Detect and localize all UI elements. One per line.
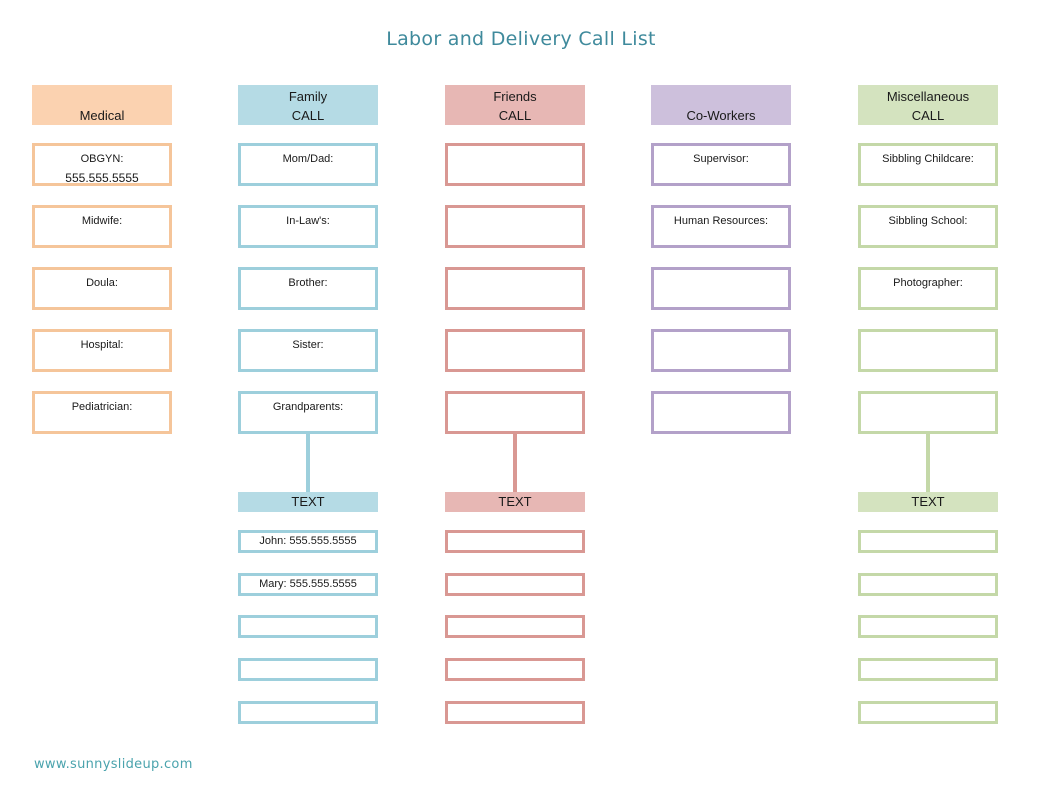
box-label: Sibbling School: <box>888 215 968 227</box>
box-label: Sister: <box>292 339 324 351</box>
friends-text-box-2[interactable] <box>445 573 585 596</box>
box-label: Grandparents: <box>272 401 344 413</box>
family-header: Family CALL <box>238 85 378 125</box>
box-label: Doula: <box>86 277 118 289</box>
family-text-box-2[interactable]: Mary: 555.555.5555 <box>238 573 378 596</box>
coworkers-box-5[interactable] <box>651 391 791 434</box>
misc-text-box-1[interactable] <box>858 530 998 553</box>
medical-column: Medical OBGYN: 555.555.5555 Midwife: Dou… <box>32 0 172 803</box>
misc-header: Miscellaneous CALL <box>858 85 998 125</box>
box-label: Photographer: <box>893 277 963 289</box>
family-text-box-4[interactable] <box>238 658 378 681</box>
friends-box-5[interactable] <box>445 391 585 434</box>
family-box-mom-dad[interactable]: Mom/Dad: <box>238 143 378 186</box>
misc-text-box-4[interactable] <box>858 658 998 681</box>
medical-box-obgyn[interactable]: OBGYN: 555.555.5555 <box>32 143 172 186</box>
misc-text-header: TEXT <box>858 492 998 512</box>
misc-box-4[interactable] <box>858 329 998 372</box>
box-label: Midwife: <box>81 215 123 227</box>
friends-column: Friends CALL TEXT <box>445 0 585 803</box>
friends-connector-line <box>513 433 517 493</box>
misc-column: Miscellaneous CALL Sibbling Childcare: S… <box>858 0 998 803</box>
page-title: Labor and Delivery Call List <box>386 28 656 50</box>
box-label: Pediatrician: <box>71 401 133 413</box>
coworkers-box-4[interactable] <box>651 329 791 372</box>
coworkers-header-line2: Co-Workers <box>686 108 756 123</box>
coworkers-box-3[interactable] <box>651 267 791 310</box>
family-header-line1: Family <box>288 89 328 104</box>
friends-header: Friends CALL <box>445 85 585 125</box>
friends-text-box-3[interactable] <box>445 615 585 638</box>
box-phone: 555.555.5555 <box>65 171 139 185</box>
coworkers-header-line1 <box>651 87 791 106</box>
family-connector-line <box>306 433 310 493</box>
friends-box-2[interactable] <box>445 205 585 248</box>
friends-box-3[interactable] <box>445 267 585 310</box>
family-box-sister[interactable]: Sister: <box>238 329 378 372</box>
family-header-line2: CALL <box>291 108 325 123</box>
friends-text-box-1[interactable] <box>445 530 585 553</box>
misc-box-photographer[interactable]: Photographer: <box>858 267 998 310</box>
misc-text-box-2[interactable] <box>858 573 998 596</box>
family-column: Family CALL Mom/Dad: In-Law's: Brother: … <box>238 0 378 803</box>
coworkers-header: Co-Workers <box>651 85 791 125</box>
box-label: Hospital: <box>80 339 124 351</box>
family-text-header: TEXT <box>238 492 378 512</box>
friends-header-line2: CALL <box>498 108 532 123</box>
box-label: OBGYN: <box>80 153 124 165</box>
friends-text-box-5[interactable] <box>445 701 585 724</box>
medical-header: Medical <box>32 85 172 125</box>
box-label: In-Law's: <box>286 215 330 227</box>
coworkers-column: Co-Workers Supervisor: Human Resources: <box>651 0 791 803</box>
misc-header-line1: Miscellaneous <box>886 89 970 104</box>
medical-box-pediatrician[interactable]: Pediatrician: <box>32 391 172 434</box>
coworkers-box-supervisor[interactable]: Supervisor: <box>651 143 791 186</box>
box-label: Brother: <box>288 277 328 289</box>
friends-box-4[interactable] <box>445 329 585 372</box>
box-label: Supervisor: <box>693 153 749 165</box>
misc-header-line2: CALL <box>911 108 945 123</box>
friends-text-header: TEXT <box>445 492 585 512</box>
family-text-box-1[interactable]: John: 555.555.5555 <box>238 530 378 553</box>
coworkers-box-human-resources[interactable]: Human Resources: <box>651 205 791 248</box>
medical-box-doula[interactable]: Doula: <box>32 267 172 310</box>
family-box-in-laws[interactable]: In-Law's: <box>238 205 378 248</box>
family-text-box-3[interactable] <box>238 615 378 638</box>
misc-box-sibling-childcare[interactable]: Sibbling Childcare: <box>858 143 998 186</box>
family-box-grandparents[interactable]: Grandparents: <box>238 391 378 434</box>
misc-connector-line <box>926 433 930 493</box>
box-label: Mom/Dad: <box>282 153 334 165</box>
medical-header-line2: Medical <box>79 108 125 123</box>
medical-box-hospital[interactable]: Hospital: <box>32 329 172 372</box>
friends-text-box-4[interactable] <box>445 658 585 681</box>
medical-box-midwife[interactable]: Midwife: <box>32 205 172 248</box>
friends-box-1[interactable] <box>445 143 585 186</box>
family-text-box-5[interactable] <box>238 701 378 724</box>
friends-header-line1: Friends <box>493 89 537 104</box>
box-label: Sibbling Childcare: <box>882 153 974 165</box>
website-footer[interactable]: www.sunnyslideup.com <box>34 757 193 772</box>
medical-header-line1 <box>32 87 172 106</box>
misc-text-box-3[interactable] <box>858 615 998 638</box>
box-label: Human Resources: <box>673 215 769 227</box>
misc-text-box-5[interactable] <box>858 701 998 724</box>
misc-box-5[interactable] <box>858 391 998 434</box>
misc-box-sibling-school[interactable]: Sibbling School: <box>858 205 998 248</box>
family-box-brother[interactable]: Brother: <box>238 267 378 310</box>
